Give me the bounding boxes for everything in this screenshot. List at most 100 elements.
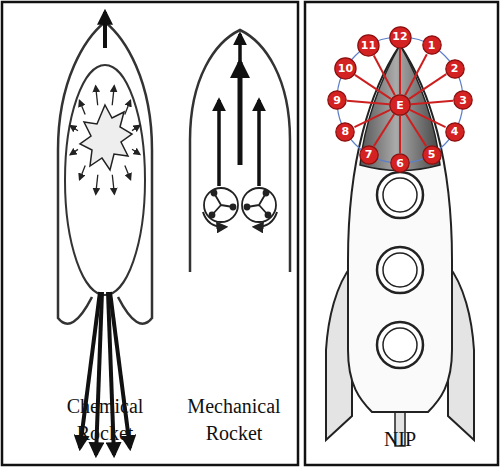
wheel-node: 2 (445, 59, 465, 79)
spoke-line (411, 101, 453, 104)
callout-number: 2 (451, 63, 459, 74)
pressure-arrow (80, 166, 86, 180)
porthole (377, 172, 423, 218)
pressure-arrow (125, 165, 131, 179)
rocket-shell (190, 30, 290, 272)
node-circle (335, 58, 356, 79)
pressure-arrow (132, 125, 140, 130)
hub-letter: E (396, 100, 404, 111)
porthole (383, 328, 417, 362)
spoke-line (354, 110, 390, 127)
pressure-arrow (125, 100, 131, 114)
weight (266, 213, 271, 218)
left-panel (2, 2, 298, 465)
wheel-node: 10 (334, 57, 357, 80)
nip-rocket (326, 37, 474, 446)
rocket-caption: NIP (360, 426, 440, 453)
thrust-arrow (238, 34, 242, 62)
spokes (212, 193, 268, 215)
flywheels (204, 188, 276, 222)
callout-number: 1 (428, 40, 436, 51)
wheel-node: 7 (359, 145, 379, 165)
pressure-arrow (70, 126, 78, 131)
weight (212, 191, 217, 196)
chemical-rocket (58, 12, 152, 455)
rotation-arrow (254, 212, 277, 227)
rotation-arrow (203, 212, 226, 227)
rocket-caption: Chemical Rocket (49, 393, 161, 447)
node-circle (422, 145, 440, 163)
node-circle (359, 145, 377, 163)
thrust-arrows (219, 34, 259, 186)
weight (264, 191, 269, 196)
spoke-line (409, 74, 446, 99)
wheel-rim (337, 37, 463, 163)
mechanical-rocket (190, 30, 290, 272)
node-circle (445, 122, 463, 140)
wheel-node: 3 (453, 90, 473, 110)
weight (210, 213, 215, 218)
combustion-chamber (65, 65, 145, 295)
callout-number: 10 (338, 63, 353, 74)
porthole (377, 322, 423, 368)
nose-cone (360, 45, 440, 171)
callout-number: 9 (333, 95, 341, 106)
node-circle (454, 91, 472, 109)
wheel-node: 8 (335, 122, 355, 142)
wheel-node: 9 (327, 90, 347, 110)
pressure-arrow (132, 149, 140, 154)
weight (231, 205, 236, 210)
callout-number: 12 (392, 31, 407, 42)
callout-number: 3 (459, 95, 467, 106)
spoke-line (399, 48, 401, 94)
pressure-arrow (70, 149, 78, 154)
porthole (377, 247, 423, 293)
pressure-arrow (112, 86, 114, 105)
hub-node: E (389, 94, 411, 116)
callout-number: 11 (361, 40, 376, 51)
rocket-shell (58, 22, 152, 324)
pressure-arrow (96, 86, 98, 105)
node-circle (336, 122, 354, 140)
thrust-arrow (103, 12, 107, 48)
right-panel (305, 2, 498, 465)
callout-number: 5 (428, 149, 436, 160)
node-circle (445, 59, 463, 77)
spoke-line (347, 101, 389, 104)
wheel-node: 6 (390, 153, 410, 173)
rocket-body (348, 45, 452, 412)
rocket-caption: Mechanical Rocket (169, 393, 299, 447)
thrust-arrow (217, 100, 221, 186)
spoke-line (374, 56, 395, 96)
node-circle (390, 95, 410, 115)
wheel-node: 12 (389, 26, 412, 49)
callout-number: 4 (451, 126, 459, 137)
spoke-line (410, 110, 446, 127)
rotation-arrows (203, 212, 277, 227)
callout-number: 8 (342, 126, 350, 137)
pressure-arrow (96, 175, 98, 194)
spoke-line (399, 116, 401, 153)
callout-number: 7 (365, 149, 373, 160)
callout-number: 6 (396, 158, 404, 169)
thrust-arrow (257, 100, 261, 186)
flame (80, 105, 132, 170)
wheel-node: 5 (422, 145, 442, 165)
node-circle (358, 35, 379, 56)
weight (245, 205, 250, 210)
porthole (383, 253, 417, 287)
node-circle (391, 154, 409, 172)
thrust-arrow (238, 62, 243, 165)
pressure-arrow (112, 175, 114, 194)
node-circle (389, 26, 410, 47)
spoke-line (406, 114, 426, 146)
wheel-node: 11 (357, 34, 380, 57)
wheel-node: 1 (422, 35, 442, 55)
node-circle (422, 36, 440, 54)
wheel-rim (337, 37, 463, 163)
porthole (383, 178, 417, 212)
pressure-arrow (79, 100, 85, 114)
portholes (377, 172, 423, 368)
gas-pressure-arrows (70, 86, 140, 194)
